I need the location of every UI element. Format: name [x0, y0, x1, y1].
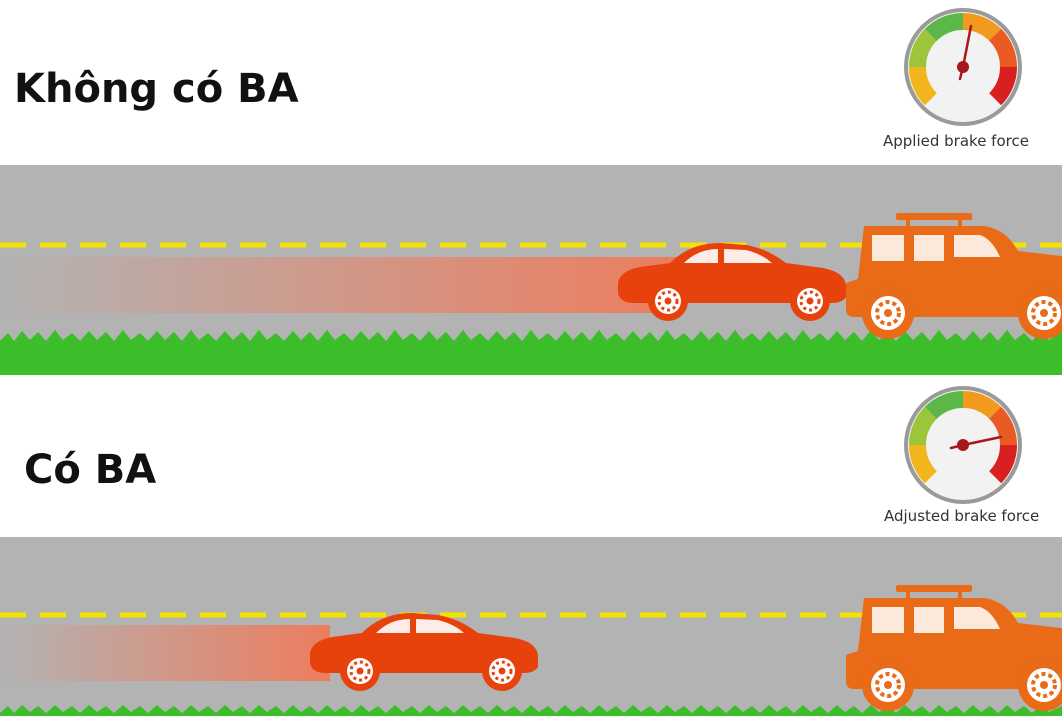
road-scene [0, 165, 1062, 375]
sedan-car-icon [310, 613, 538, 691]
panel-title-with-ba: Có BA [24, 447, 157, 493]
suv-car-icon [846, 213, 1062, 339]
suv-car-icon [846, 585, 1062, 711]
gauge-label-adjusted: Adjusted brake force [884, 507, 1040, 525]
sedan-car-icon [618, 243, 846, 321]
gauge-icon [904, 386, 1022, 504]
road-scene [0, 537, 1062, 716]
panel-with-ba: Có BA Adjusted brake force [0, 375, 1062, 716]
braking-trail [0, 625, 330, 681]
grass [0, 330, 1062, 375]
panel-without-ba: Không có BA Applied brake force [0, 8, 1062, 375]
panel-title-without-ba: Không có BA [14, 66, 299, 112]
gauge-icon [904, 8, 1022, 126]
gauge-label-applied: Applied brake force [883, 132, 1029, 150]
grass [0, 705, 1062, 716]
braking-trail [0, 257, 680, 313]
